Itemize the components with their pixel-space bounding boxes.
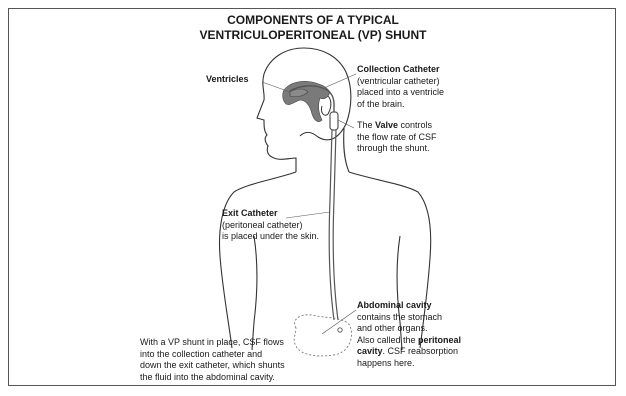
catheter-tip (338, 328, 342, 332)
exit-heading: Exit Catheter (222, 208, 319, 220)
valve-line-2: the flow rate of CSF (357, 132, 437, 144)
note-line-4: the fluid into the abdominal cavity. (140, 372, 285, 384)
leader-valve (338, 120, 354, 128)
abdominal-heading: Abdominal cavity (357, 300, 461, 312)
label-collection-catheter: Collection Catheter (ventricular cathete… (357, 64, 444, 110)
note-line-3: down the exit catheter, which shunts (140, 360, 285, 372)
valve-pre: The (357, 120, 375, 130)
valve-bold: Valve (375, 120, 398, 130)
exit-line-2: is placed under the skin. (222, 231, 319, 243)
collection-line-1: (ventricular catheter) (357, 76, 444, 88)
abdominal-line-4: cavity. CSF reabsorption (357, 346, 461, 358)
abdominal-line-3-bold: peritoneal (418, 335, 461, 345)
ventricles-shape (283, 81, 330, 121)
exit-line-1: (peritoneal catheter) (222, 220, 319, 232)
exit-catheter-inner (333, 130, 338, 320)
collection-line-2: placed into a ventricle (357, 87, 444, 99)
left-shoulder-arm (220, 172, 296, 348)
collection-heading: Collection Catheter (357, 64, 444, 76)
note-line-1: With a VP shunt in place, CSF flows (140, 337, 285, 349)
head-outline (257, 48, 351, 172)
abdominal-line-3: Also called the peritoneal (357, 335, 461, 347)
neck-back (344, 128, 349, 172)
label-exit-catheter: Exit Catheter (peritoneal catheter) is p… (222, 208, 319, 243)
label-valve: The Valve controls the flow rate of CSF … (357, 120, 437, 155)
abdominal-line-5: happens here. (357, 358, 461, 370)
abdominal-line-3-pre: Also called the (357, 335, 418, 345)
abdominal-line-2: and other organs. (357, 323, 461, 335)
abdominal-line-4-bold: cavity (357, 346, 383, 356)
label-abdominal-cavity: Abdominal cavity contains the stomach an… (357, 300, 461, 369)
abdominal-cavity (294, 315, 351, 356)
note-line-2: into the collection catheter and (140, 349, 285, 361)
abdominal-line-4-post: . CSF reabsorption (383, 346, 459, 356)
label-ventricles: Ventricles (206, 74, 249, 86)
shunt-valve (330, 112, 338, 130)
left-torso (252, 236, 257, 350)
valve-line-3: through the shunt. (357, 143, 437, 155)
valve-post: controls (398, 120, 432, 130)
shunt-explanation-note: With a VP shunt in place, CSF flows into… (140, 337, 285, 383)
valve-line-1: The Valve controls (357, 120, 437, 132)
abdominal-line-1: contains the stomach (357, 312, 461, 324)
collection-line-3: of the brain. (357, 99, 444, 111)
leader-ventricles (262, 82, 290, 92)
leader-collection (324, 74, 356, 88)
